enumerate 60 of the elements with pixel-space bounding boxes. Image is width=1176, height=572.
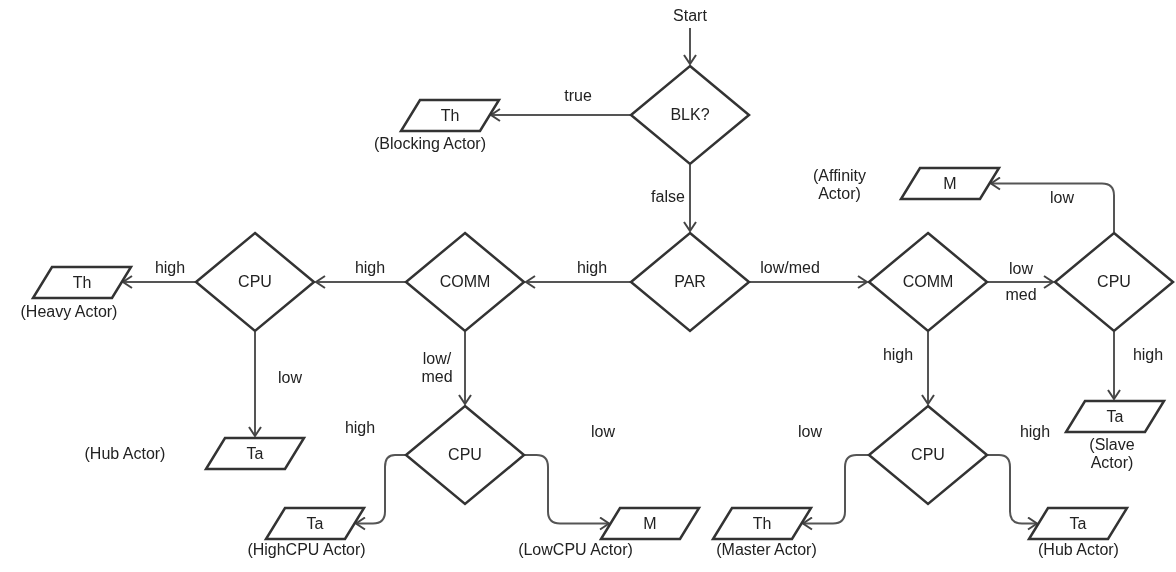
edge-label: high — [344, 418, 376, 438]
output-text: Th — [72, 273, 92, 292]
actor-caption: (Slave Actor) — [1088, 436, 1136, 473]
actor-caption: (Master Actor) — [715, 541, 818, 560]
start-label: Start — [660, 4, 720, 28]
actor-caption: (Blocking Actor) — [372, 135, 487, 154]
arrow — [525, 275, 631, 289]
decision-text: COMM — [902, 273, 954, 291]
arrow — [990, 176, 1115, 233]
output-text: Ta — [1069, 514, 1087, 533]
arrow — [987, 454, 1038, 531]
actor-caption: (HighCPU Actor) — [246, 541, 367, 560]
edge-label: high — [882, 345, 914, 365]
actor-caption: (Heavy Actor) — [19, 303, 119, 322]
output-text: Ta — [1106, 407, 1124, 426]
decision-text: PAR — [674, 273, 706, 291]
arrow — [122, 275, 196, 289]
arrow — [1107, 331, 1121, 400]
output-text: Th — [440, 106, 460, 125]
arrow — [683, 27, 697, 65]
arrow — [524, 454, 610, 531]
output-text: Ta — [306, 514, 324, 533]
arrow — [315, 275, 406, 289]
decision-diamond — [630, 65, 750, 165]
arrow — [749, 275, 868, 289]
decision-diamond — [195, 232, 315, 332]
decision-text: COMM — [439, 273, 491, 291]
decision-diamond — [868, 232, 988, 332]
decision-text: BLK? — [670, 106, 710, 124]
edge-label: high — [1019, 422, 1051, 442]
edge-label: high — [1132, 345, 1164, 365]
output-text: Ta — [246, 444, 264, 463]
actor-caption: (Hub Actor) — [1037, 541, 1120, 560]
arrow — [490, 108, 631, 122]
actor-caption: (Affinity Actor) — [811, 167, 868, 204]
decision-diamond — [405, 232, 525, 332]
output-text: M — [643, 514, 657, 533]
decision-text: CPU — [238, 273, 272, 291]
actor-caption: (Hub Actor) — [83, 445, 167, 464]
arrow — [683, 164, 697, 232]
arrow — [248, 331, 262, 437]
arrow — [987, 275, 1054, 289]
edge-label: high — [576, 258, 608, 278]
arrow — [921, 331, 935, 405]
decision-diamond — [405, 405, 525, 505]
decision-text: CPU — [1097, 273, 1131, 291]
arrow — [458, 331, 472, 405]
decision-diamond — [630, 232, 750, 332]
decision-text: CPU — [448, 446, 482, 464]
edge-label: low med — [1004, 259, 1038, 305]
output-text: M — [943, 174, 957, 193]
output-text: Th — [752, 514, 772, 533]
arrow — [355, 454, 406, 531]
edge-label: high — [354, 258, 386, 278]
decision-diamond — [1054, 232, 1174, 332]
edge-label: high — [154, 258, 186, 278]
arrow — [802, 454, 869, 531]
actor-caption: (LowCPU Actor) — [517, 541, 634, 560]
decision-diamond — [868, 405, 988, 505]
decision-text: CPU — [911, 446, 945, 464]
